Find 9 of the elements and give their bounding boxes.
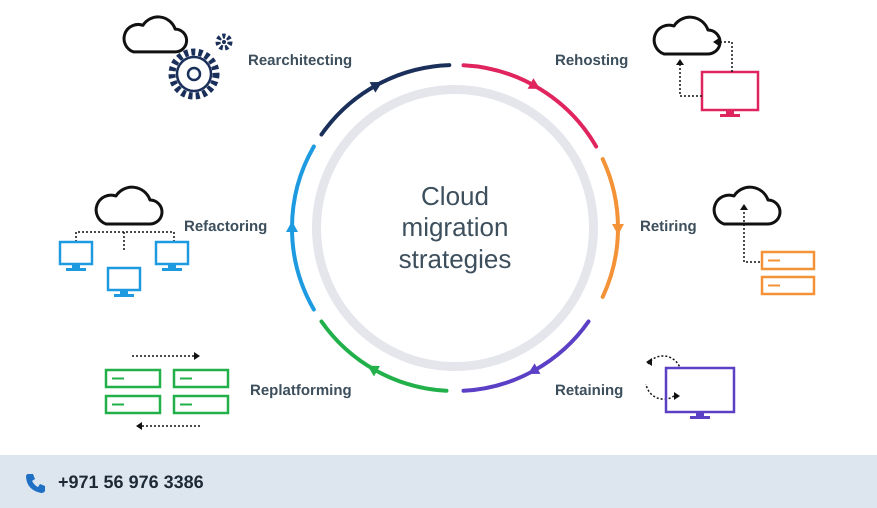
center-title: Cloud migration strategies (398, 181, 512, 275)
ring-circle (312, 85, 598, 371)
strategy-label: Retaining (555, 382, 624, 399)
strategy-label: Rearchitecting (248, 52, 352, 69)
phone-number: +971 56 976 3386 (58, 472, 204, 493)
strategy-label: Replatforming (250, 382, 352, 399)
strategy-label: Refactoring (184, 218, 268, 235)
strategy-label: Rehosting (555, 52, 628, 69)
strategy-label: Retiring (640, 218, 697, 235)
